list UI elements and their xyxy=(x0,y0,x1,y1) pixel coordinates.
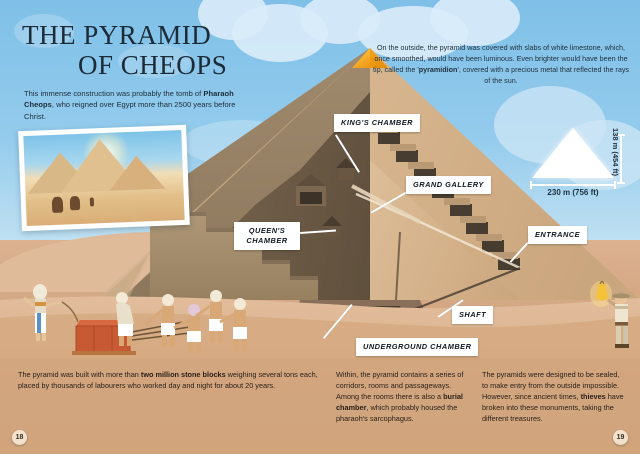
workers-scene xyxy=(23,284,247,355)
top-note-bold: pyramidion xyxy=(418,65,458,75)
scale-width-line xyxy=(530,181,616,189)
page-number-right: 19 xyxy=(613,430,628,445)
scale-pyramid-shape xyxy=(532,128,614,178)
kings-chamber-structure xyxy=(296,174,326,206)
callout-entrance[interactable]: ENTRANCE xyxy=(528,226,588,244)
scale-height-line xyxy=(617,134,625,184)
chamber-marker-2 xyxy=(322,216,342,237)
figure-worker-1 xyxy=(116,292,134,346)
cloud-5 xyxy=(430,0,520,46)
title-line-1: THE PYRAMID xyxy=(22,20,212,50)
figure-worker-2 xyxy=(145,294,175,347)
title-line-2: OF CHEOPS xyxy=(78,50,228,81)
chamber-marker-1 xyxy=(336,158,356,180)
photo-walker xyxy=(89,197,95,207)
photo-camel-1 xyxy=(51,196,64,214)
cloud-8 xyxy=(14,14,74,48)
figure-worker-5 xyxy=(219,298,247,351)
top-note-before: On the outside, the pyramid was covered … xyxy=(372,43,628,75)
bottom-column-2: Within, the pyramid contains a series of… xyxy=(336,369,470,424)
col1-bold: two million stone blocks xyxy=(140,370,226,379)
col1-after: weighing several tons each, placed by th… xyxy=(18,370,318,391)
col3-bold: thieves xyxy=(580,392,606,402)
col3-before: The pyramids were designed to be sealed,… xyxy=(482,370,620,402)
scale-diagram: 230 m (756 ft) 138 m (454 ft) xyxy=(524,120,634,210)
callout-grand-gallery[interactable]: GRAND GALLERY xyxy=(406,176,491,194)
bottom-column-3: The pyramids were designed to be sealed,… xyxy=(482,369,624,424)
top-note-after: ', covered with a precious metal that re… xyxy=(457,65,630,86)
explorer-with-lamp xyxy=(590,280,630,348)
col3-after: have broken into these monuments, taking… xyxy=(482,392,624,424)
figure-worker-4 xyxy=(195,290,223,343)
intro-after: , who reigned over Egypt more than 2500 … xyxy=(24,100,236,121)
callout-shaft[interactable]: SHAFT xyxy=(452,306,494,324)
limestone-casing-note: On the outside, the pyramid was covered … xyxy=(370,42,632,87)
callout-kings-chamber[interactable]: KING'S CHAMBER xyxy=(334,114,420,132)
scale-width-label: 230 m (756 ft) xyxy=(547,188,599,197)
col2-after: , which probably housed the pharaoh's sa… xyxy=(336,403,458,424)
col1-before: The pyramid was built with more than xyxy=(18,370,141,379)
col2-before: Within, the pyramid contains a series of… xyxy=(336,370,464,402)
callout-queens-chamber[interactable]: QUEEN'S CHAMBER xyxy=(234,222,300,250)
col2-bold: burial chamber xyxy=(336,392,463,413)
photo-giza-camels xyxy=(23,130,185,226)
figure-overseer xyxy=(23,284,61,341)
photo-inset-frame xyxy=(18,124,190,232)
photo-camel-2 xyxy=(69,195,81,211)
scale-height-label: 138 m (454 ft) xyxy=(610,128,620,176)
cloud-9 xyxy=(118,44,192,78)
intro-paragraph: This immense construction was probably t… xyxy=(24,88,236,122)
photo-pyramid-3 xyxy=(108,151,166,191)
figure-worker-3 xyxy=(173,304,201,353)
intro-bold: Pharaoh Cheops xyxy=(24,89,234,110)
page-number-left: 18 xyxy=(12,430,27,445)
callout-underground-chamber[interactable]: UNDERGROUND CHAMBER xyxy=(356,338,479,356)
page-title: THE PYRAMID OF CHEOPS xyxy=(22,20,227,80)
intro-before: This immense construction was probably t… xyxy=(24,89,204,98)
bottom-column-1: The pyramid was built with more than two… xyxy=(18,369,330,391)
